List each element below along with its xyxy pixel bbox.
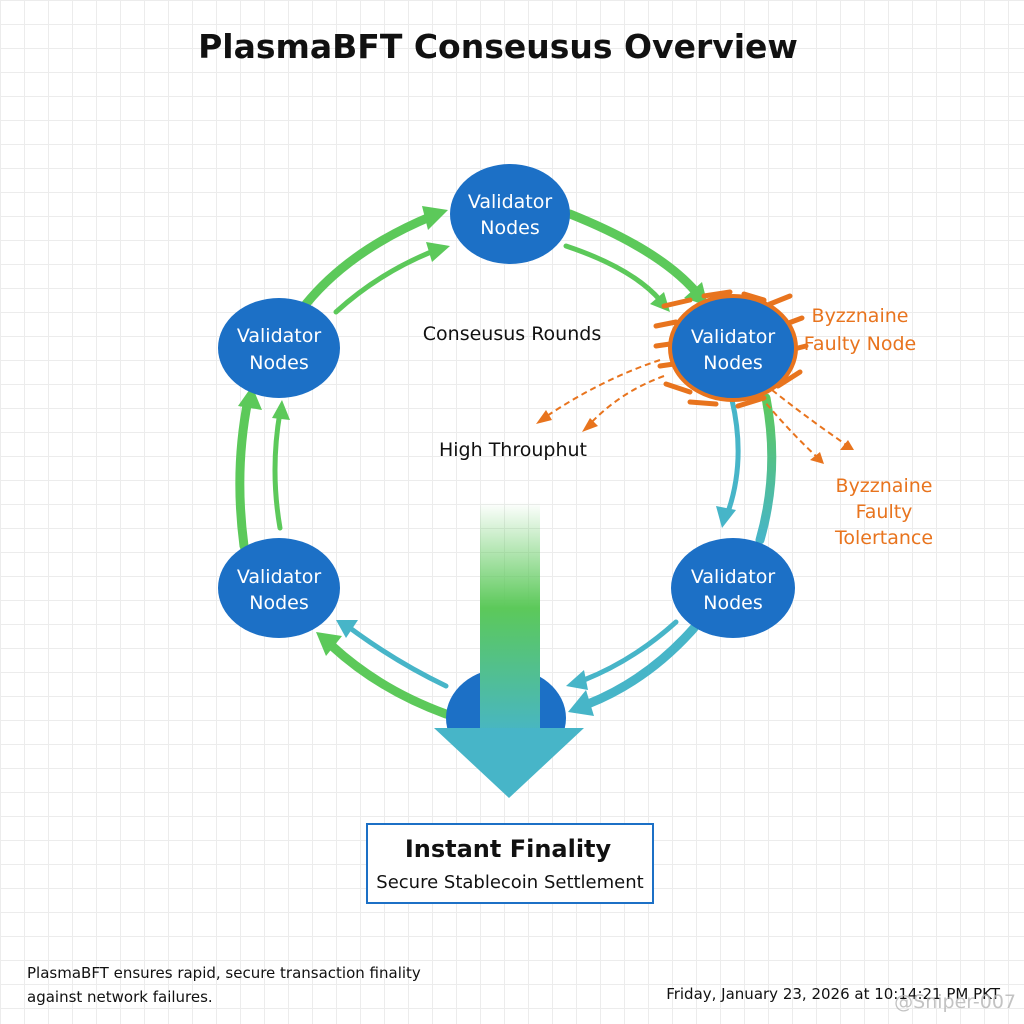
arrow-bl-to-left-inner bbox=[272, 409, 283, 531]
finality-box: Instant Finality Secure Stablecoin Settl… bbox=[366, 823, 654, 904]
validator-node-label: Nodes bbox=[249, 352, 309, 374]
arrow-head-br-hub-inner bbox=[566, 670, 588, 690]
validator-node-label: Validator bbox=[691, 326, 776, 348]
arrow-top-to-right-outer bbox=[565, 209, 701, 297]
finality-title: Instant Finality bbox=[405, 835, 612, 863]
arrow-head-left-top-inner bbox=[426, 242, 450, 262]
arrow-left-to-top-inner bbox=[333, 247, 439, 315]
footer-description: PlasmaBFT ensures rapid, secure transact… bbox=[27, 964, 421, 982]
arrow-head-left-top-outer bbox=[422, 206, 448, 230]
validator-node-bottom-left: Validator Nodes bbox=[218, 538, 340, 638]
arrow-head-bl-left-inner bbox=[272, 400, 290, 420]
arrow-left-to-top-outer bbox=[301, 211, 437, 309]
arrow-head-bl-left-outer bbox=[238, 386, 262, 410]
footer-description: against network failures. bbox=[27, 988, 213, 1006]
arrow-right-to-br-outer bbox=[755, 393, 777, 545]
arrow-right-to-br-inner bbox=[725, 397, 741, 515]
faulty-node-label: Byzznaine bbox=[812, 305, 909, 327]
validator-node-label: Validator bbox=[237, 325, 322, 347]
faulty-validator-node: Validator Nodes bbox=[653, 289, 809, 409]
finality-subtitle: Secure Stablecoin Settlement bbox=[376, 872, 643, 893]
consensus-cycle-arrows bbox=[235, 206, 777, 719]
arrow-br-to-hub-outer bbox=[583, 623, 699, 709]
arrow-head-hub-bl-inner bbox=[336, 620, 358, 638]
faulty-node-label: Faulty Node bbox=[804, 333, 916, 355]
consensus-rounds-label: Conseusus Rounds bbox=[423, 323, 601, 345]
validator-node-label: Nodes bbox=[703, 592, 763, 614]
arrow-hub-to-bl-outer bbox=[327, 641, 451, 719]
fault-tolerance-label: Byzznaine bbox=[836, 475, 933, 497]
validator-node-label: Nodes bbox=[249, 592, 309, 614]
validator-node-label: Validator bbox=[691, 566, 776, 588]
finality-down-arrow bbox=[434, 502, 584, 798]
footer-timestamp: Friday, January 23, 2026 at 10:14:21 PM … bbox=[666, 985, 1001, 1003]
arrow-head-right-br-inner bbox=[716, 506, 736, 528]
fault-tolerance-label: Tolertance bbox=[834, 527, 933, 549]
validator-node-top: Validator Nodes bbox=[450, 164, 570, 264]
validator-node-label: Nodes bbox=[703, 352, 763, 374]
validator-node-label: Validator bbox=[468, 191, 553, 213]
arrow-br-to-hub-inner bbox=[581, 619, 679, 683]
arrow-head-br-hub-outer bbox=[568, 690, 594, 716]
watermark: @Sniper-007 bbox=[894, 991, 1016, 1013]
validator-node-label: Nodes bbox=[480, 217, 540, 239]
validator-node-left: Validator Nodes bbox=[218, 298, 340, 398]
fault-tolerance-label: Faulty bbox=[856, 501, 913, 523]
arrow-bl-to-left-outer bbox=[235, 395, 253, 551]
validator-node-bottom-right: Validator Nodes bbox=[671, 538, 795, 638]
arrow-hub-to-bl-inner bbox=[347, 625, 449, 689]
fault-dashed-arrows bbox=[543, 359, 849, 459]
arrow-head-hub-bl-outer bbox=[316, 632, 342, 656]
arrow-top-to-right-inner bbox=[563, 243, 663, 303]
diagram-title: PlasmaBFT Conseusus Overview bbox=[198, 27, 798, 66]
fault-arrow-heads bbox=[536, 410, 854, 464]
high-throughput-label: High Throuphut bbox=[439, 439, 587, 461]
validator-node-label: Validator bbox=[237, 566, 322, 588]
